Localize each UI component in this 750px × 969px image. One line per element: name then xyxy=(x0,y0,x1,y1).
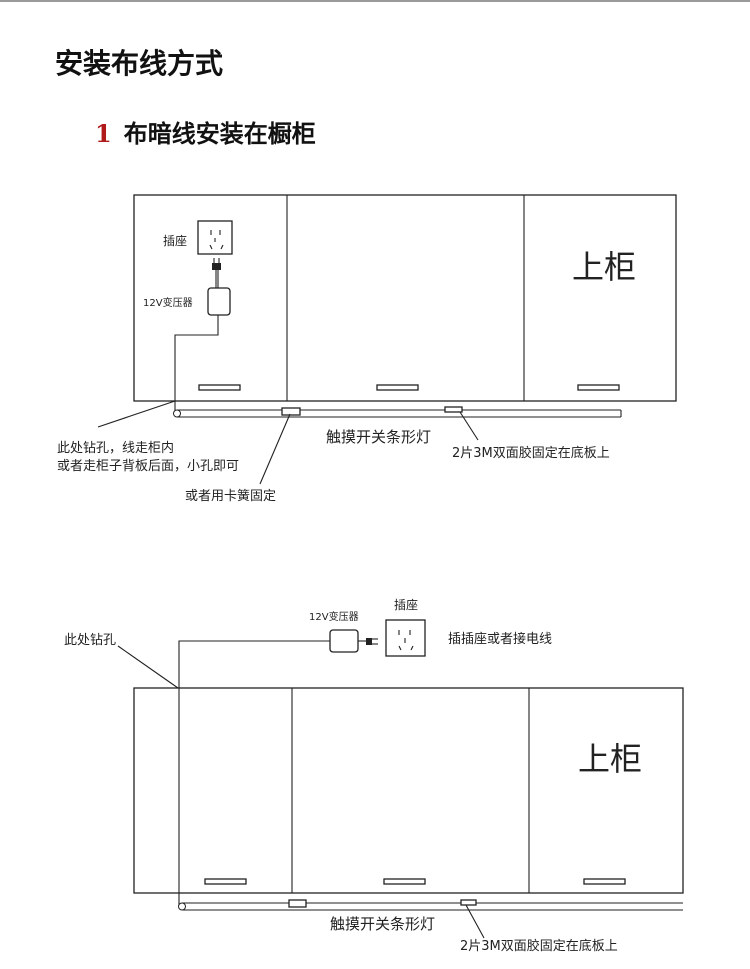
socket-icon xyxy=(385,619,426,657)
transformer-label: 12V变压器 xyxy=(143,296,193,309)
cabinet-outline xyxy=(133,687,684,894)
diagram-through-top-wiring: 12V变压器 插座 插插座或者接电线 此处钻孔 上柜 触摸开关条形灯 2片3M双… xyxy=(64,597,684,954)
drill-note: 此处钻孔 xyxy=(64,633,116,648)
power-wire xyxy=(174,315,219,413)
led-light-bar xyxy=(173,409,622,418)
transformer-label: 12V变压器 xyxy=(309,610,359,623)
power-wire xyxy=(178,640,330,906)
page-title: 安装布线方式 xyxy=(55,47,224,80)
section-number: 1 xyxy=(95,119,112,148)
light-label: 触摸开关条形灯 xyxy=(330,915,435,933)
tape-pointer xyxy=(459,411,479,441)
transformer-icon xyxy=(329,629,359,653)
touch-switch xyxy=(281,407,301,416)
socket-note: 插插座或者接电线 xyxy=(448,631,552,647)
clip-note: 或者用卡簧固定 xyxy=(185,488,276,504)
section-heading: 1 布暗线安装在橱柜 xyxy=(95,114,316,149)
cabinet-handle xyxy=(583,878,626,885)
drill-note-line1: 此处钻孔，线走柜内 xyxy=(57,440,174,456)
tape-note: 2片3M双面胶固定在底板上 xyxy=(460,938,618,954)
cabinet-label: 上柜 xyxy=(572,248,636,286)
diagram-concealed-wiring: 插座 12V变压器 上柜 此处钻孔，线走柜内 或者走柜子背板后面，小孔即可 或者… xyxy=(57,194,677,504)
plug-icon xyxy=(212,258,221,288)
cabinet-handle xyxy=(198,384,241,391)
cabinet-handle xyxy=(204,878,247,885)
drill-note-line2: 或者走柜子背板后面，小孔即可 xyxy=(57,459,239,474)
tape-pointer xyxy=(465,904,485,939)
tape-note: 2片3M双面胶固定在底板上 xyxy=(452,445,610,461)
drill-pointer xyxy=(97,400,176,428)
adhesive-pad xyxy=(460,899,477,906)
clip-pointer xyxy=(259,413,291,485)
light-label: 触摸开关条形灯 xyxy=(326,428,431,446)
plug-icon xyxy=(358,638,378,645)
transformer-icon xyxy=(207,287,231,316)
socket-label: 插座 xyxy=(163,233,187,248)
cabinet-handle xyxy=(383,878,426,885)
cabinet-handle xyxy=(577,384,620,391)
drill-pointer xyxy=(117,645,179,689)
led-light-bar xyxy=(178,902,683,911)
touch-switch xyxy=(288,899,307,908)
socket-label: 插座 xyxy=(394,597,418,612)
adhesive-pad xyxy=(444,406,463,413)
socket-icon xyxy=(197,220,233,255)
section-title: 布暗线安装在橱柜 xyxy=(123,119,316,148)
cabinet-handle xyxy=(376,384,419,391)
top-divider xyxy=(0,0,750,2)
cabinet-label: 上柜 xyxy=(578,740,642,778)
